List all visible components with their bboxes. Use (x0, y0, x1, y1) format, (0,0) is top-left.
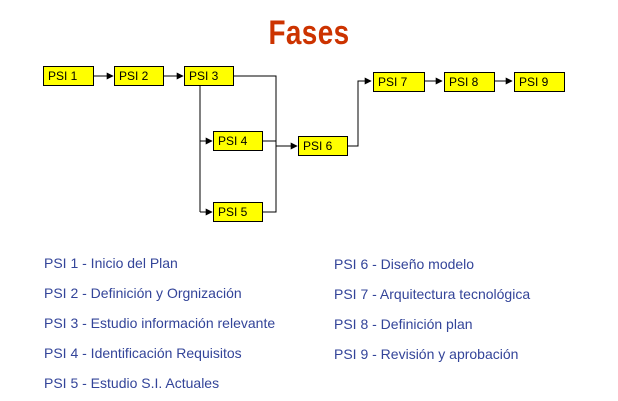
connector-psi6-psi7 (348, 77, 372, 147)
legend-psi5: PSI 5 - Estudio S.I. Actuales (44, 375, 220, 391)
legend-psi4: PSI 4 - Identificación Requisitos (44, 345, 242, 361)
node-psi4: PSI 4 (213, 131, 263, 151)
connector-psi3-psi6 (234, 75, 298, 150)
legend-psi8: PSI 8 - Definición plan (334, 316, 473, 332)
node-psi9: PSI 9 (514, 72, 565, 92)
legend-psi9: PSI 9 - Revisión y aprobación (334, 346, 519, 362)
page-title: Fases (268, 14, 350, 52)
node-psi2: PSI 2 (114, 66, 164, 86)
node-psi8: PSI 8 (444, 72, 495, 92)
legend-psi3: PSI 3 - Estudio información relevante (44, 315, 276, 331)
connector-psi5-right (263, 146, 277, 213)
legend-psi6: PSI 6 - Diseño modelo (334, 256, 475, 272)
node-psi1: PSI 1 (43, 66, 94, 86)
node-psi7: PSI 7 (373, 72, 425, 92)
node-psi6: PSI 6 (298, 136, 348, 156)
node-psi3: PSI 3 (184, 66, 234, 86)
legend-psi7: PSI 7 - Arquitectura tecnológica (334, 286, 531, 302)
legend-psi1: PSI 1 - Inicio del Plan (44, 255, 178, 271)
legend-psi2: PSI 2 - Definición y Orgnización (44, 285, 242, 301)
node-psi5: PSI 5 (213, 202, 263, 222)
